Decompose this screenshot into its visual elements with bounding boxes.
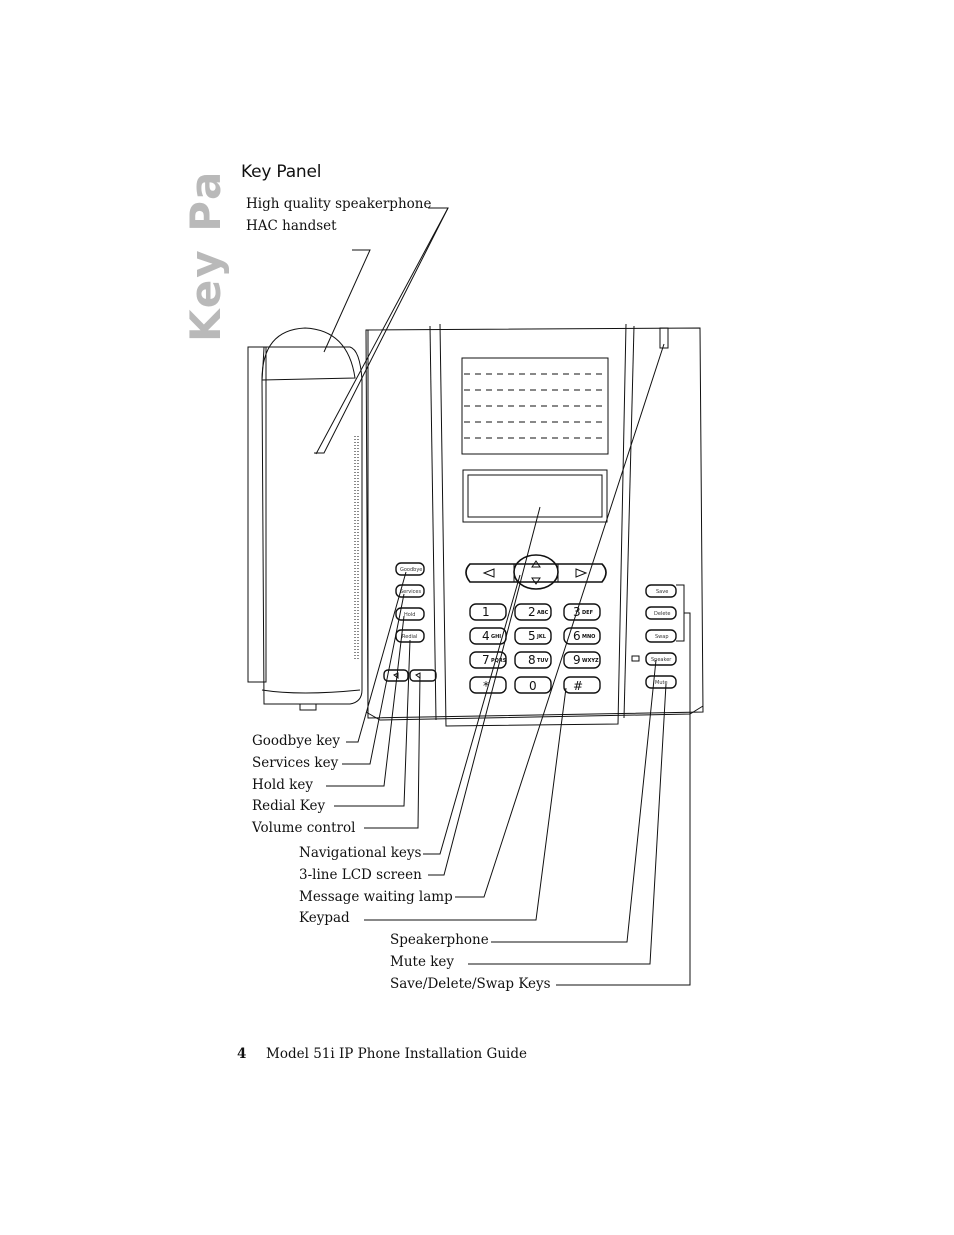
section-heading: Key Panel	[241, 162, 322, 182]
label-nav: Navigational keys	[299, 845, 422, 861]
svg-text:Services: Services	[400, 589, 421, 595]
svg-text:PQRS: PQRS	[491, 658, 507, 664]
label-hold: Hold key	[252, 777, 313, 793]
svg-text:9: 9	[573, 653, 581, 667]
side-tab-text: Key Panel	[181, 168, 230, 342]
label-speaker: Speakerphone	[390, 932, 489, 948]
label-lcd: 3-line LCD screen	[299, 867, 422, 883]
label-hac-handset: HAC handset	[246, 218, 337, 234]
svg-text:Goodbye: Goodbye	[400, 567, 422, 573]
svg-text:5: 5	[528, 629, 536, 643]
page-number: 4	[237, 1046, 247, 1062]
svg-text:Save: Save	[656, 589, 668, 595]
svg-text:Swap: Swap	[655, 634, 669, 640]
svg-text:MNO: MNO	[582, 634, 595, 640]
svg-text:6: 6	[573, 629, 581, 643]
svg-text:Redial: Redial	[402, 634, 417, 640]
message-lamp	[659, 327, 669, 349]
label-lamp: Message waiting lamp	[299, 889, 453, 905]
svg-text:TUV: TUV	[537, 658, 548, 664]
svg-text:1: 1	[482, 605, 490, 619]
label-keypad: Keypad	[299, 910, 350, 926]
label-area	[461, 357, 609, 455]
svg-text:Speaker: Speaker	[651, 657, 672, 663]
handset	[247, 327, 363, 711]
callout-lines	[314, 207, 691, 986]
label-save-delete-swap: Save/Delete/Swap Keys	[390, 976, 551, 992]
svg-text:7: 7	[482, 653, 490, 667]
label-volume: Volume control	[252, 820, 356, 836]
footer-title: Model 51i IP Phone Installation Guide	[266, 1046, 527, 1062]
svg-text:Delete: Delete	[654, 611, 670, 617]
svg-text:WXYZ: WXYZ	[582, 658, 599, 664]
svg-text:Hold: Hold	[404, 612, 415, 618]
svg-text:ABC: ABC	[537, 610, 549, 616]
svg-text:#: #	[573, 679, 583, 693]
svg-text:JKL: JKL	[536, 634, 547, 640]
phone-base	[365, 323, 704, 727]
svg-text:GHI: GHI	[491, 634, 501, 640]
svg-text:Mute: Mute	[655, 680, 668, 686]
right-keys: Save Delete Swap Speaker Mute	[631, 584, 685, 689]
svg-text:*: *	[483, 679, 489, 693]
label-speakerphone-hq: High quality speakerphone	[246, 196, 432, 212]
svg-text:0: 0	[529, 679, 537, 693]
label-mute: Mute key	[390, 954, 455, 970]
svg-text:DEF: DEF	[582, 610, 593, 616]
side-tab-title: Key Panel	[181, 168, 230, 342]
svg-text:4: 4	[482, 629, 490, 643]
svg-text:8: 8	[528, 653, 536, 667]
label-goodbye: Goodbye key	[252, 733, 341, 749]
label-redial: Redial Key	[252, 798, 326, 814]
lcd-screen	[462, 469, 608, 523]
svg-text:2: 2	[528, 605, 536, 619]
label-services: Services key	[252, 755, 339, 771]
nav-cluster	[465, 554, 607, 590]
